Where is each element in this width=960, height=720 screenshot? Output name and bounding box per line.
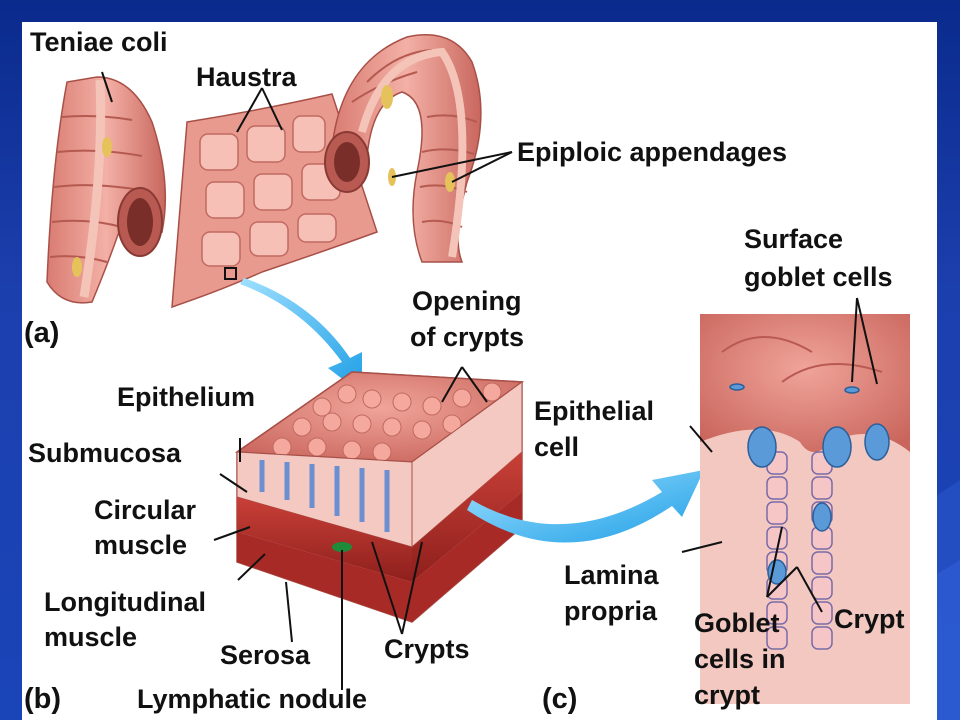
- figure-panel: (a) (b) (c) Teniae coli Haustra Epiploic…: [22, 22, 937, 720]
- label-epiploic-appendages: Epiploic appendages: [517, 137, 788, 167]
- label-opening-of-crypts-line2: of crypts: [410, 322, 525, 352]
- leader-lines: [101, 71, 878, 690]
- label-epithelium: Epithelium: [117, 382, 256, 412]
- label-lamina-propria-line2: propria: [564, 596, 658, 626]
- label-epithelial-cell-line2: cell: [534, 432, 580, 462]
- label-longitudinal-muscle-line1: Longitudinal: [44, 587, 206, 617]
- colon-segment-right: [324, 34, 482, 263]
- label-goblet-cells-in-crypt-line1: Goblet: [694, 608, 780, 638]
- zoom-arrow-a-to-b: [240, 278, 362, 394]
- label-teniae-coli: Teniae coli: [30, 27, 168, 57]
- label-surface-goblet-cells-line2: goblet cells: [744, 262, 893, 292]
- label-haustra: Haustra: [196, 62, 297, 92]
- label-serosa: Serosa: [220, 640, 311, 670]
- label-lymphatic-nodule: Lymphatic nodule: [137, 684, 368, 714]
- zoom-arrow-b-to-c: [467, 470, 704, 543]
- label-submucosa: Submucosa: [28, 438, 182, 468]
- large-intestine-illustration: [46, 34, 910, 704]
- label-crypts: Crypts: [384, 634, 470, 664]
- panel-label-b: (b): [24, 683, 62, 715]
- label-goblet-cells-in-crypt-line2: cells in: [694, 644, 786, 674]
- colon-wall-block: [234, 371, 525, 623]
- label-surface-goblet-cells-line1: Surface: [744, 224, 844, 254]
- haustra-sheet: [171, 93, 378, 309]
- label-circular-muscle-line2: muscle: [94, 530, 188, 560]
- label-lamina-propria-line1: Lamina: [564, 560, 659, 590]
- label-goblet-cells-in-crypt-line3: crypt: [694, 680, 761, 710]
- label-longitudinal-muscle-line2: muscle: [44, 622, 138, 652]
- panel-label-c: (c): [542, 683, 578, 715]
- label-circular-muscle-line1: Circular: [94, 495, 197, 525]
- label-crypt: Crypt: [834, 604, 905, 634]
- label-opening-of-crypts-line1: Opening: [412, 286, 522, 316]
- label-epithelial-cell-line1: Epithelial: [534, 396, 655, 426]
- colon-segment-left: [46, 76, 167, 304]
- panel-label-a: (a): [24, 317, 60, 349]
